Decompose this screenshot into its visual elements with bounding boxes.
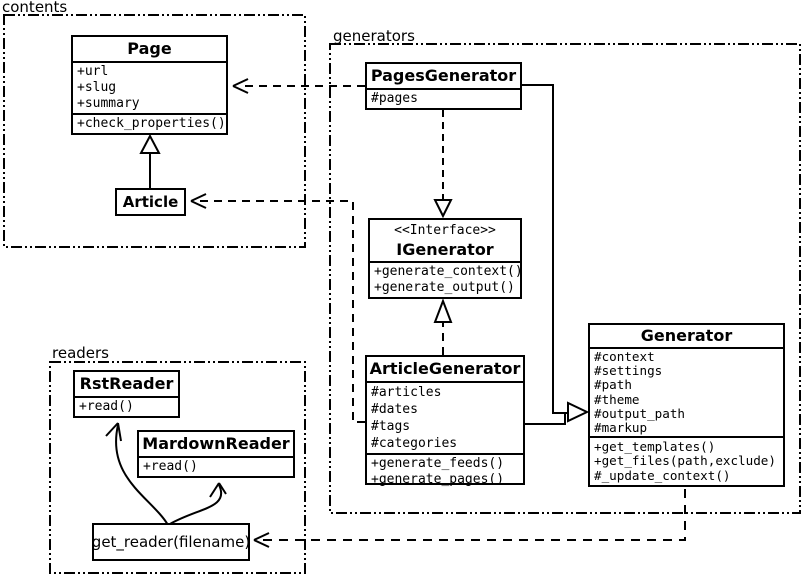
class-box-article: Article	[115, 188, 186, 216]
arrow-getreader-to-rstreader	[105, 422, 169, 526]
class-box-rstreader: RstReader +read()	[73, 370, 180, 418]
page-attributes: +url+slug+summary	[73, 61, 226, 113]
member-row: #tags	[371, 419, 411, 434]
articlegenerator-attributes: #articles #dates #tags #categories	[367, 381, 523, 453]
member-row: +get_templates()	[594, 439, 716, 455]
member-row: +generate_pages()	[371, 472, 505, 487]
articlegenerator-methods: +generate_feeds()+generate_pages()	[367, 453, 523, 489]
class-title-articlegenerator: ArticleGenerator	[369, 359, 521, 378]
member-row: #_update_context()	[594, 467, 731, 483]
realization-articlegenerator-to-igenerator	[433, 298, 453, 355]
page-methods: +check_properties()	[73, 113, 226, 133]
function-box-get-reader: get_reader(filename)	[92, 523, 250, 561]
realization-pagesgenerator-to-igenerator	[433, 110, 453, 219]
dependency-articlegenerator-to-article	[190, 193, 365, 423]
generator-methods: +get_templates()+get_files(path,exclude)…	[590, 436, 783, 484]
package-label-readers: readers	[52, 344, 109, 362]
class-title-generator: Generator	[640, 326, 733, 345]
class-title-article: Article	[122, 193, 179, 211]
class-title-rstreader: RstReader	[79, 374, 174, 393]
class-box-page: Page +url+slug+summary +check_properties…	[71, 35, 228, 135]
member-row: +read()	[143, 459, 198, 474]
member-row: +read()	[79, 399, 134, 414]
package-frame-generators	[329, 43, 801, 514]
igenerator-methods: +generate_context()+generate_output()	[370, 261, 520, 297]
inheritance-article-to-page	[139, 133, 161, 188]
package-frame-readers	[49, 361, 306, 574]
class-box-mardownreader: MardownReader +read()	[137, 430, 295, 478]
member-row: +generate_context()	[374, 264, 520, 279]
class-title-mardownreader: MardownReader	[142, 434, 290, 453]
class-box-igenerator: <<Interface>> IGenerator +generate_conte…	[368, 218, 522, 299]
dependency-generator-to-getreader	[253, 489, 686, 548]
rstreader-methods: +read()	[75, 396, 178, 416]
class-title-igenerator: IGenerator	[396, 240, 494, 259]
member-row: #context	[594, 349, 655, 364]
member-row: +url	[77, 64, 109, 79]
member-row: +summary	[77, 96, 140, 111]
member-row: #markup	[594, 420, 648, 436]
member-row: #categories	[371, 436, 458, 451]
generator-attributes: #context#settings#path#theme#output_path…	[590, 347, 783, 436]
igenerator-stereotype: <<Interface>>	[394, 223, 496, 238]
arrow-getreader-to-mardownreader	[169, 482, 227, 525]
package-label-contents: contents	[2, 0, 68, 16]
class-box-pagesgenerator: PagesGenerator #pages	[365, 62, 522, 110]
class-title-page: Page	[127, 39, 172, 58]
member-row: +generate_output()	[374, 280, 515, 295]
pagesgenerator-attributes: #pages	[367, 88, 520, 108]
mardownreader-methods: +read()	[139, 456, 293, 476]
dependency-pagesgenerator-to-page	[232, 78, 365, 94]
get-reader-label: get_reader(filename)	[91, 533, 251, 551]
inheritance-generators-to-generator	[522, 84, 590, 425]
member-row: +slug	[77, 80, 117, 95]
member-row: #articles	[371, 385, 442, 400]
member-row: #output_path	[594, 405, 685, 421]
package-label-generators: generators	[333, 27, 415, 45]
class-title-pagesgenerator: PagesGenerator	[370, 66, 517, 85]
class-box-generator: Generator #context#settings#path#theme#o…	[588, 323, 785, 487]
member-row: +check_properties()	[77, 116, 226, 131]
member-row: #pages	[371, 91, 418, 106]
member-row: #theme	[594, 391, 640, 407]
member-row: #settings	[594, 363, 663, 379]
member-row: +generate_feeds()	[371, 456, 505, 471]
member-row: #path	[594, 377, 632, 393]
class-box-articlegenerator: ArticleGenerator #articles #dates #tags #ca…	[365, 355, 525, 487]
package-frame-contents	[3, 14, 306, 248]
member-row: #dates	[371, 402, 418, 417]
member-row: +get_files(path,exclude)	[594, 453, 776, 469]
